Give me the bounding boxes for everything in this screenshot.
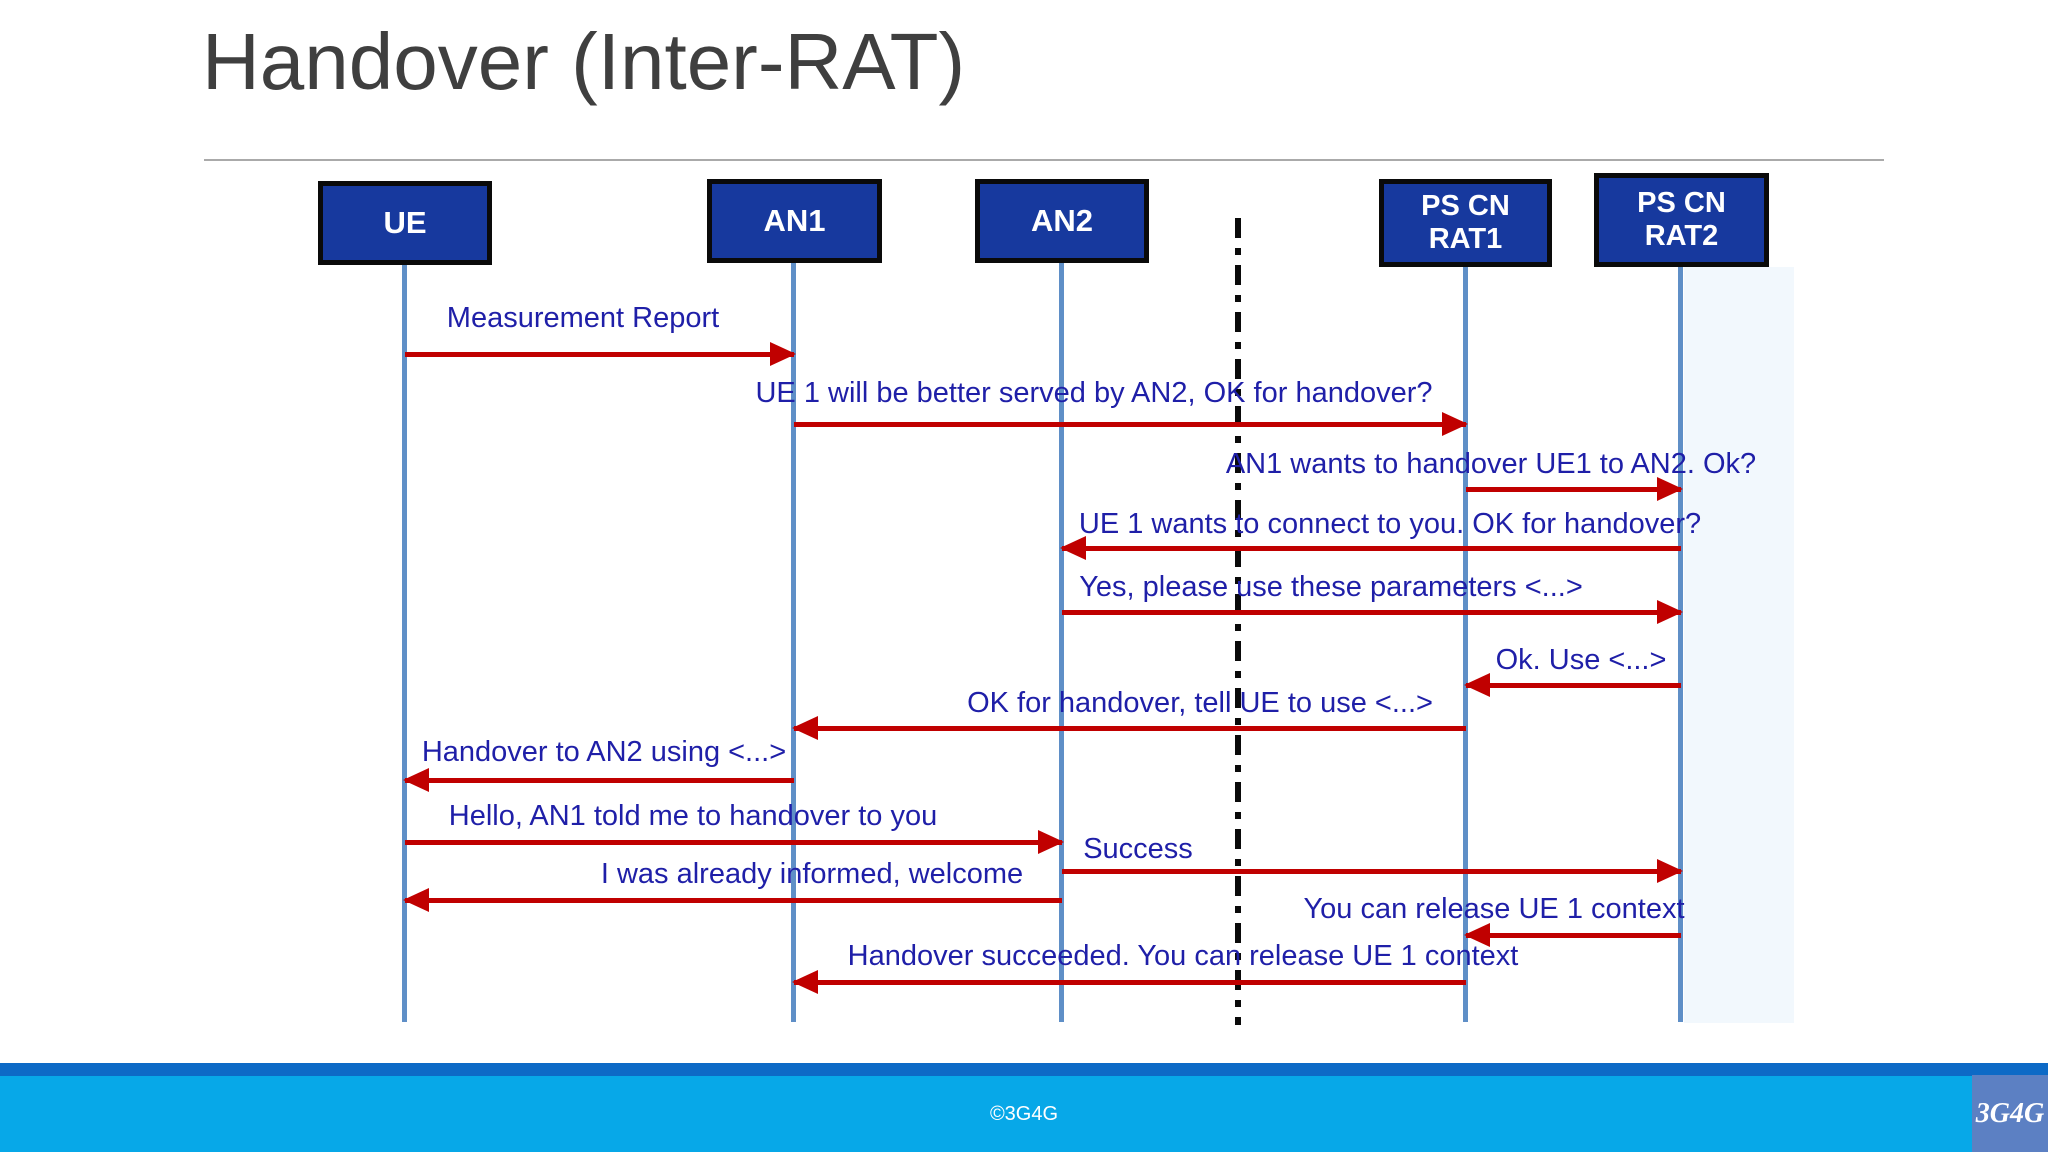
message-arrow: [794, 412, 1468, 436]
actor-box-an2: AN2: [975, 179, 1149, 263]
message-arrow: [1464, 923, 1681, 947]
message-label: You can release UE 1 context: [1303, 893, 1685, 925]
message-arrow: [405, 830, 1064, 854]
actor-box-ue: UE: [318, 181, 492, 265]
message-label: Handover succeeded. You can release UE 1…: [847, 940, 1519, 972]
message-label: UE 1 wants to connect to you. OK for han…: [1078, 508, 1702, 540]
footer-strip: [0, 1076, 2048, 1152]
message-label: Yes, please use these parameters <...>: [1079, 571, 1583, 603]
message-arrow: [403, 768, 794, 792]
message-arrow: [405, 342, 796, 366]
message-label: I was already informed, welcome: [600, 858, 1024, 890]
lifeline-ps-cn-rat1: [1463, 267, 1468, 1022]
message-arrow: [1062, 859, 1683, 883]
actor-label-ue: UE: [383, 205, 427, 241]
title-underline: [204, 159, 1884, 161]
message-label: Hello, AN1 told me to handover to you: [448, 800, 938, 832]
actor-label-an2: AN2: [1030, 203, 1093, 239]
message-label: OK for handover, tell UE to use <...>: [967, 687, 1433, 719]
actor-label-ps-cn-rat1-line2: RAT1: [1428, 223, 1503, 255]
lifeline-ue: [402, 263, 407, 1022]
logo-3g4g: 3G4G: [1972, 1075, 2048, 1152]
message-arrow: [403, 888, 1062, 912]
actor-label-an1: AN1: [763, 203, 826, 239]
message-label: AN1 wants to handover UE1 to AN2. Ok?: [1225, 448, 1757, 480]
message-arrow: [1062, 600, 1683, 624]
actor-label-ps-cn-rat2-line2: RAT2: [1644, 220, 1719, 252]
actor-box-an1: AN1: [707, 179, 882, 263]
lifeline-an1: [791, 263, 796, 1022]
message-arrow: [1466, 477, 1683, 501]
footer-accent-bar: [0, 1063, 2048, 1076]
actor-label-ps-cn-rat2-line1: PS CN: [1637, 186, 1726, 219]
message-label: Handover to AN2 using <...>: [421, 736, 787, 768]
actor-box-ps-cn-rat1: PS CN RAT1: [1379, 179, 1552, 267]
message-arrow: [1464, 673, 1681, 697]
message-arrow: [792, 970, 1466, 994]
background-highlight-band: [1684, 267, 1794, 1023]
slide-title: Handover (Inter-RAT): [202, 17, 966, 106]
message-label: Ok. Use <...>: [1495, 644, 1667, 676]
lifeline-an2: [1059, 263, 1064, 1022]
actor-box-ps-cn-rat2: PS CN RAT2: [1594, 173, 1769, 267]
actor-label-ps-cn-rat1-line1: PS CN: [1421, 189, 1510, 222]
message-label: Success: [1083, 833, 1193, 865]
message-label: Measurement Report: [446, 302, 720, 334]
copyright-text: ©3G4G: [989, 1103, 1059, 1125]
network-boundary-divider: [1235, 218, 1241, 1025]
message-label: UE 1 will be better served by AN2, OK fo…: [755, 377, 1433, 409]
lifeline-ps-cn-rat2: [1678, 267, 1683, 1022]
message-arrow: [792, 716, 1466, 740]
message-arrow: [1060, 536, 1681, 560]
